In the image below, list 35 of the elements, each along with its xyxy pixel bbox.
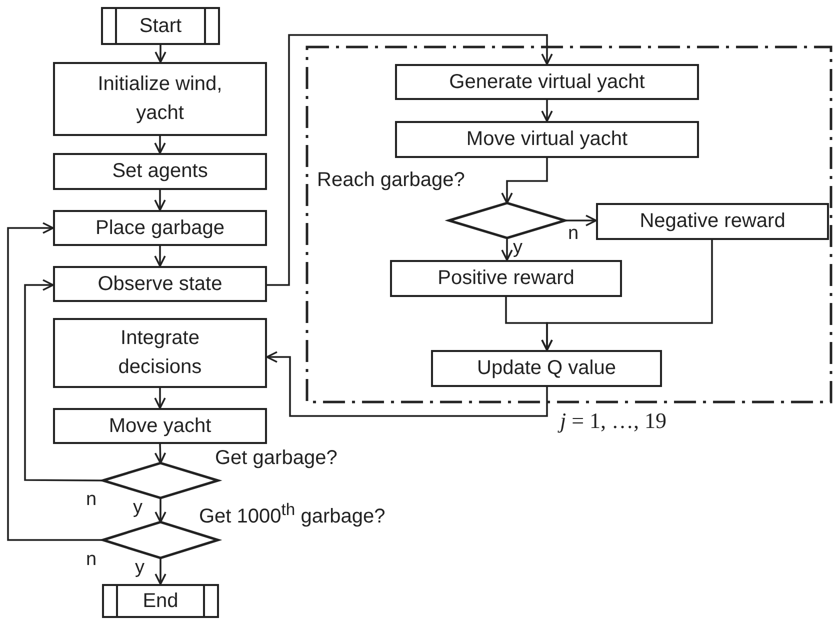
arrow [154, 558, 166, 585]
decision-label: Get 1000$^{th}$ garbage? [199, 500, 386, 529]
process-box: Positive reward [390, 260, 622, 297]
decision-label: Reach garbage? [317, 169, 465, 192]
process-box: Observe state [53, 266, 267, 302]
decision-label: Get garbage? [215, 447, 338, 470]
arrow [266, 351, 548, 417]
arrow [7, 222, 103, 541]
arrow [154, 136, 166, 154]
arrow [154, 45, 166, 63]
process-box: Update Q value [431, 350, 662, 387]
arrow [541, 100, 553, 122]
process-box: Initialize wind, yacht [53, 62, 267, 136]
process-box: Negative reward [596, 203, 829, 240]
arrow [505, 297, 553, 351]
loop-range-label: j = 1, …, 19 [560, 408, 667, 434]
process-box: Place garbage [53, 210, 267, 246]
arrow [154, 388, 166, 409]
arrow [501, 238, 513, 261]
process-box: Integrate decisions [53, 318, 267, 388]
terminal-box: Start [101, 7, 220, 45]
arrow [501, 158, 548, 204]
process-box: Move yacht [53, 408, 267, 444]
arrow [154, 444, 166, 464]
terminal-box: End [102, 584, 219, 618]
arrow [565, 214, 597, 226]
arrow [24, 279, 103, 482]
arrow [267, 34, 553, 286]
process-box: Move virtual yacht [395, 121, 699, 158]
process-box: Set agents [53, 153, 267, 190]
process-box: Generate virtual yacht [395, 64, 699, 100]
arrow [154, 190, 166, 211]
decision-diamond [444, 202, 570, 240]
arrow [154, 498, 166, 523]
arrow [154, 246, 166, 267]
